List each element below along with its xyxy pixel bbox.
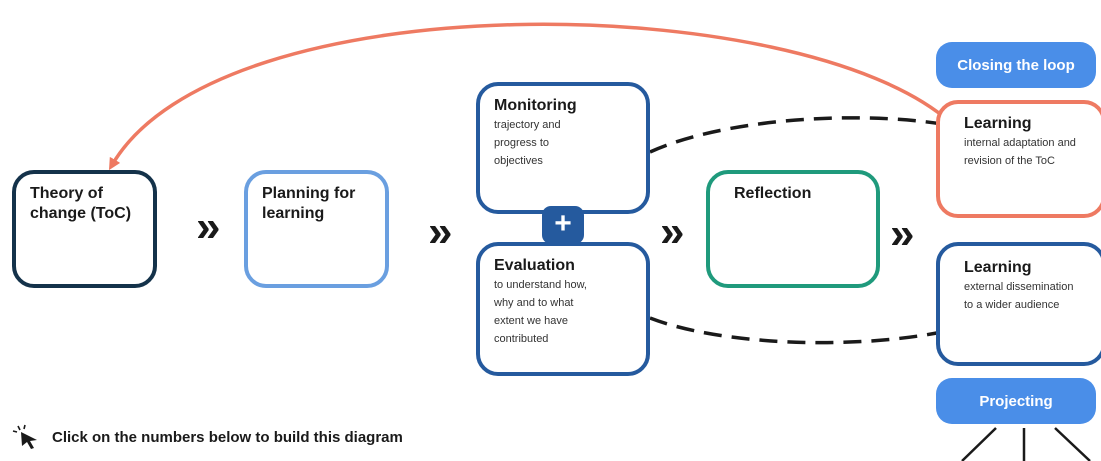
reflection-box: Reflection xyxy=(706,170,880,288)
planning-title: Planning for learning xyxy=(262,185,356,222)
instruction: Click on the numbers below to build this… xyxy=(12,424,403,450)
evaluation-title: Evaluation xyxy=(494,257,575,274)
chevron-4-icon: » xyxy=(890,209,915,258)
evaluation-box: Evaluation to understand how, why and to… xyxy=(476,242,650,376)
theory-of-change-title: Theory of change (ToC) xyxy=(30,185,132,222)
instruction-text: Click on the numbers below to build this… xyxy=(52,428,403,446)
monitoring-text: trajectory and progress to objectives xyxy=(494,119,561,167)
dashed-connector-bottom xyxy=(649,316,943,345)
chevron-1-icon: » xyxy=(196,202,221,251)
chevron-2-icon: » xyxy=(428,207,453,256)
closing-the-loop-label: Closing the loop xyxy=(936,42,1096,88)
cursor-click-icon xyxy=(12,424,37,449)
evaluation-text: to understand how, why and to what exten… xyxy=(494,279,587,345)
monitoring-title: Monitoring xyxy=(494,97,577,114)
monitoring-box: Monitoring trajectory and progress to ob… xyxy=(476,82,650,214)
learning-internal-text: internal adaptation and revision of the … xyxy=(964,137,1076,167)
learning-internal-box: Learning internal adaptation and revisio… xyxy=(936,100,1101,218)
planning-box: Planning for learning xyxy=(244,170,389,288)
projecting-branch-left xyxy=(961,427,997,461)
dashed-connector-top xyxy=(649,116,943,154)
projecting-branch-right xyxy=(1054,427,1091,461)
plus-icon: + xyxy=(542,206,584,244)
reflection-title: Reflection xyxy=(734,185,812,202)
learning-internal-title: Learning xyxy=(964,115,1032,132)
feedback-arrow xyxy=(108,22,952,171)
learning-external-text: external dissemination to a wider audien… xyxy=(964,281,1074,311)
learning-external-title: Learning xyxy=(964,259,1032,276)
projecting-label: Projecting xyxy=(936,378,1096,424)
learning-external-box: Learning external dissemination to a wid… xyxy=(936,242,1101,366)
theory-of-change-box: Theory of change (ToC) xyxy=(12,170,157,288)
chevron-3-icon: » xyxy=(660,207,685,256)
